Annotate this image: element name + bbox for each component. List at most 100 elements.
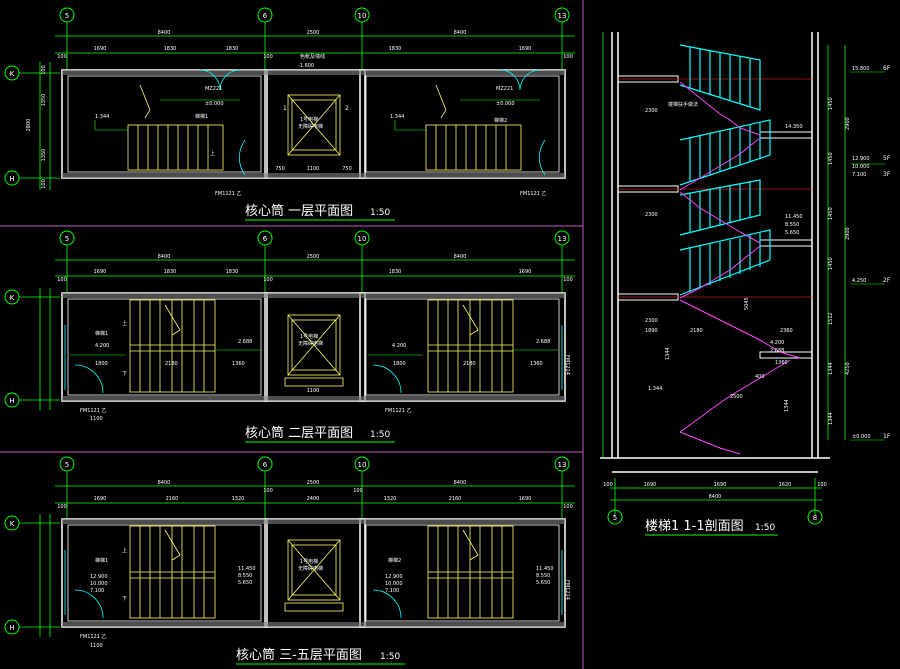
svg-text:10.000: 10.000 [90,581,108,587]
svg-text:8400: 8400 [454,254,467,260]
svg-text:13: 13 [558,461,567,469]
svg-text:2180: 2180 [690,328,703,334]
svg-text:2300: 2300 [645,212,658,218]
svg-text:8400: 8400 [709,494,722,500]
svg-text:1690: 1690 [94,496,107,502]
svg-text:10.000: 10.000 [385,581,403,587]
svg-text:2500: 2500 [307,480,320,486]
svg-text:MZ221: MZ221 [205,86,222,92]
svg-text:1830: 1830 [389,269,402,275]
svg-text:下: 下 [122,371,127,377]
svg-text:FM1214: FM1214 [564,355,570,375]
svg-text:2160: 2160 [166,496,179,502]
svg-text:100: 100 [57,504,67,510]
svg-text:1450: 1450 [828,207,834,220]
svg-text:10.000: 10.000 [852,164,870,170]
panel-borders [0,0,584,669]
svg-text:1690: 1690 [519,46,532,52]
svg-text:1690: 1690 [94,46,107,52]
svg-text:1100: 1100 [307,388,320,394]
svg-text:FM1121 乙: FM1121 乙 [215,190,242,197]
svg-text:100: 100 [57,54,67,60]
svg-text:100: 100 [263,277,273,283]
svg-text:14.350: 14.350 [785,124,803,130]
svg-text:8400: 8400 [158,480,171,486]
dim-8400-a: 8400 [158,30,171,36]
svg-text:1: 1 [283,105,287,112]
svg-text:K: K [10,520,15,528]
svg-text:无障碍电梯: 无障碍电梯 [298,123,323,130]
svg-text:1320: 1320 [232,496,245,502]
svg-text:7.100: 7.100 [90,588,104,594]
svg-text:6: 6 [263,235,268,243]
svg-text:1620: 1620 [779,482,792,488]
svg-text:2.688: 2.688 [238,339,252,345]
svg-text:100: 100 [41,65,47,75]
svg-text:4250: 4250 [845,362,851,375]
svg-text:1号电梯: 1号电梯 [300,558,318,565]
svg-text:5: 5 [65,461,69,469]
svg-text:FM1121 乙: FM1121 乙 [520,190,547,197]
svg-text:1830: 1830 [226,46,239,52]
svg-text:5: 5 [613,514,617,522]
svg-text:K: K [10,294,15,302]
svg-text:100: 100 [563,54,573,60]
svg-text:8400: 8400 [158,254,171,260]
svg-text:梯梯2: 梯梯2 [388,557,401,564]
svg-text:1344: 1344 [828,362,834,375]
svg-text:FM1214: FM1214 [564,580,570,600]
svg-text:2160: 2160 [449,496,462,502]
axis-13: 13 [558,12,567,20]
svg-text:1100: 1100 [90,643,103,649]
svg-text:1号电梯: 1号电梯 [300,116,318,123]
plan-third-fifth-floor: 5 6 10 13 K H 8400 2500 8400 100 1690 21… [4,456,575,665]
svg-text:色帐及墙线: 色帐及墙线 [300,53,325,60]
svg-text:1830: 1830 [164,269,177,275]
svg-text:1450: 1450 [828,257,834,270]
svg-text:11.450: 11.450 [238,566,256,572]
svg-text:100: 100 [353,488,363,494]
svg-text:100: 100 [563,504,573,510]
svg-text:楼梯1 1-1剖面图: 楼梯1 1-1剖面图 [645,519,744,534]
svg-text:5.650: 5.650 [536,580,550,586]
svg-text:1690: 1690 [519,496,532,502]
dim-8400-b: 8400 [454,30,467,36]
svg-text:梯梯1: 梯梯1 [195,113,208,120]
svg-text:1450: 1450 [828,97,834,110]
svg-text:2900: 2900 [845,117,851,130]
svg-text:11.450: 11.450 [536,566,554,572]
svg-text:1350: 1350 [41,94,47,107]
stair-section: 5 8 100 1690 1690 1620 100 8400 15.800 6… [600,32,891,536]
svg-text:±0.000: ±0.000 [205,101,224,107]
svg-text:梯梯2: 梯梯2 [494,117,507,124]
svg-text:无障碍电梯: 无障碍电梯 [298,340,323,347]
dim-2500: 2500 [307,30,320,36]
svg-text:10: 10 [358,235,367,243]
svg-text:核心筒 三-五层平面图: 核心筒 三-五层平面图 [236,647,362,663]
svg-text:1F: 1F [883,433,891,440]
svg-text:1320: 1320 [384,496,397,502]
svg-text:1690: 1690 [94,269,107,275]
svg-text:1.344: 1.344 [95,114,109,120]
svg-text:6F: 6F [883,65,891,72]
svg-text:上: 上 [122,547,127,554]
svg-text:8.550: 8.550 [536,573,550,579]
svg-text:2: 2 [345,105,349,112]
row-K: K [10,70,15,78]
svg-text:1100: 1100 [307,166,320,172]
svg-text:1690: 1690 [714,482,727,488]
section-railings [679,44,771,296]
svg-text:750: 750 [275,166,285,172]
svg-text:5.650: 5.650 [785,230,799,236]
axis-5: 5 [65,12,69,20]
svg-text:2500: 2500 [730,394,743,400]
svg-text:12.900: 12.900 [90,574,108,580]
svg-text:5F: 5F [883,155,891,162]
svg-text:750: 750 [342,166,352,172]
svg-text:FM1121 乙: FM1121 乙 [80,407,107,414]
svg-text:13: 13 [558,235,567,243]
svg-text:MZ221: MZ221 [496,86,513,92]
svg-text:7.100: 7.100 [385,588,399,594]
svg-text:1512: 1512 [828,312,834,325]
svg-text:2F: 2F [883,277,891,284]
